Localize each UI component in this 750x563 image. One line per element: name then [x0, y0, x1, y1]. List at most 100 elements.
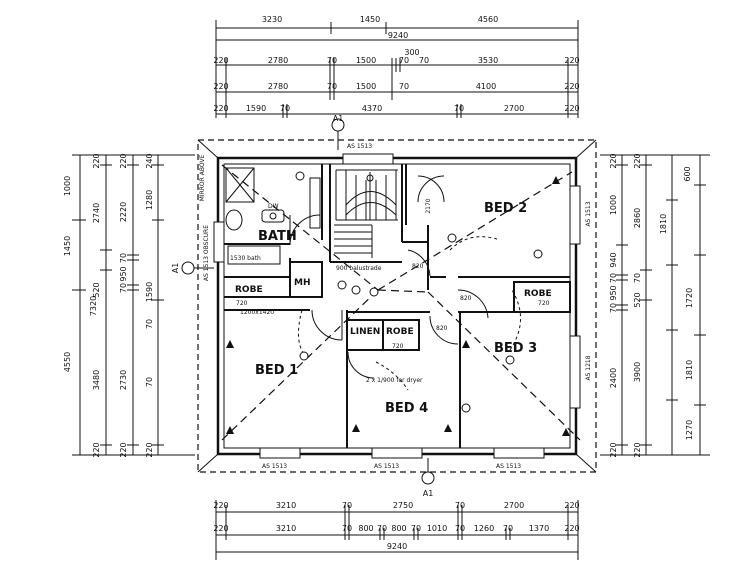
right-c3-3: 1810: [685, 360, 694, 380]
section-mark-bottom: [421, 471, 435, 485]
room-linen: LINEN: [350, 327, 380, 337]
room-bath: BATH: [258, 229, 297, 244]
stair-treads: [334, 169, 398, 258]
bed3-window-side: [569, 335, 581, 409]
top-dim-r3-5: 70: [419, 56, 429, 65]
bot-r1-3: 2750: [393, 501, 413, 510]
note-bath-win: AS 1513: [347, 143, 372, 150]
note-left-wall: MIRROR ABOVE: [199, 154, 206, 201]
note-stair: 900 balustrade: [336, 265, 382, 272]
right-c2-5: 220: [633, 442, 642, 457]
left-c4-4: 70: [145, 377, 154, 387]
bot-r1-5: 2700: [504, 501, 524, 510]
right-c3-4: 1270: [685, 420, 694, 440]
right-c1-1: 1000: [609, 195, 618, 215]
bot-r1-1: 3210: [276, 501, 296, 510]
left-c3-2: 70: [119, 253, 128, 263]
top-dim-3: 4560: [478, 15, 498, 24]
note-bottom-win1: AS 1513: [262, 463, 287, 470]
note-bed2-robe-dim: 720: [538, 300, 550, 307]
bot-r2-9: 1260: [474, 524, 494, 533]
top-dim-r5-5: 2700: [504, 104, 524, 113]
left-dim-7320: 7320: [89, 296, 98, 316]
bed4-door: [429, 315, 459, 345]
linen-door: [347, 351, 375, 379]
left-c2-1: 2740: [92, 203, 101, 223]
bed2-top-door: [417, 175, 445, 203]
room-bed4: BED 4: [385, 401, 428, 416]
top-dim-r3-1: 2780: [268, 56, 288, 65]
top-dim-r4-6: 220: [564, 82, 579, 91]
note-bottom-win3: AS 1513: [496, 463, 521, 470]
note-right-win1: AS 1513: [585, 201, 592, 226]
windows: [213, 153, 581, 459]
left-c4-1: 1280: [145, 190, 154, 210]
left-c2-3: 3480: [92, 370, 101, 390]
note-left-win: AS 1513 OBSCURE: [203, 225, 210, 281]
bot-r2-1: 3210: [276, 524, 296, 533]
bed2-window: [569, 185, 581, 245]
room-mh: MH: [294, 278, 311, 288]
top-dim-r3-7: 220: [564, 56, 579, 65]
bot-r2-8: 70: [455, 524, 465, 533]
section-mark-left: [181, 261, 195, 275]
top-dim-r3-6: 3530: [478, 56, 498, 65]
top-dim-r5-2: 70: [280, 104, 290, 113]
wall-markers: [226, 176, 570, 436]
right-c2-1: 2860: [633, 208, 642, 228]
roof-outline: [197, 139, 597, 473]
top-dim-r3-3: 1500: [356, 56, 376, 65]
room-robe-left: ROBE: [235, 285, 263, 295]
bot-r1-4: 70: [455, 501, 465, 510]
note-right-win2: AS 1218: [585, 355, 592, 380]
note-dw: DW: [268, 203, 279, 210]
top-dim-2: 1450: [360, 15, 380, 24]
top-dim-r5-6: 220: [564, 104, 579, 113]
top-dim-total: 9240: [388, 31, 408, 40]
note-bed4-door: 820: [436, 325, 448, 332]
section-label-top: A1: [333, 114, 344, 123]
top-dim-r5-0: 220: [213, 104, 228, 113]
plan-notes: 1530 bath DW 900 balustrade 2 x 1/900 fo…: [199, 143, 592, 470]
outlets: [299, 233, 543, 413]
left-c2-4: 220: [92, 442, 101, 457]
right-c1-4: 950: [609, 285, 618, 300]
left-c4-6: 220: [145, 442, 154, 457]
bot-r2-5: 800: [391, 524, 406, 533]
bed3-door: [457, 289, 489, 319]
top-dim-r5-3: 4370: [362, 104, 382, 113]
note-bed2-dim: 2170: [425, 198, 432, 213]
bed1-window: [259, 447, 301, 459]
bot-r2-11: 1370: [529, 524, 549, 533]
left-dimension-strings: [72, 154, 195, 456]
top-dim-300: 300: [404, 48, 419, 57]
bot-r2-7: 1010: [427, 524, 447, 533]
right-c2-2: 70: [633, 273, 642, 283]
top-dim-r5-1: 1590: [246, 104, 266, 113]
bathtub: [227, 245, 281, 265]
note-bed4: 2 x 1/900 for dryer: [366, 377, 423, 384]
right-dimension-text: 220 1000 940 70 950 70 2400 220 220 2860…: [609, 153, 694, 457]
left-dimension-text: 1000 1450 7320 4550 220 2740 520 3480 22…: [63, 153, 154, 457]
internal-walls: [224, 164, 571, 448]
right-c1-5: 70: [609, 303, 618, 313]
left-c4-0: 240: [145, 153, 154, 168]
left-c4-3: 1590: [145, 282, 154, 302]
right-c3-0: 600: [683, 166, 692, 181]
top-dim-r3-0: 220: [213, 56, 228, 65]
bot-r2-3: 800: [358, 524, 373, 533]
bot-r1-6: 220: [564, 501, 579, 510]
left-c2-0: 220: [92, 153, 101, 168]
left-dim-1000: 1000: [63, 176, 72, 196]
top-dim-r4-1: 2780: [268, 82, 288, 91]
shower: [225, 167, 255, 203]
bath-cabinet: [309, 177, 321, 229]
right-c2-3: 520: [633, 292, 642, 307]
bottom-dimension-strings: [215, 500, 579, 560]
bed4-window: [371, 447, 423, 459]
top-dim-r4-4: 70: [399, 82, 409, 91]
bot-r2-10: 70: [503, 524, 513, 533]
note-robe-dim: 720: [236, 300, 248, 307]
bed1-door: [311, 309, 343, 341]
